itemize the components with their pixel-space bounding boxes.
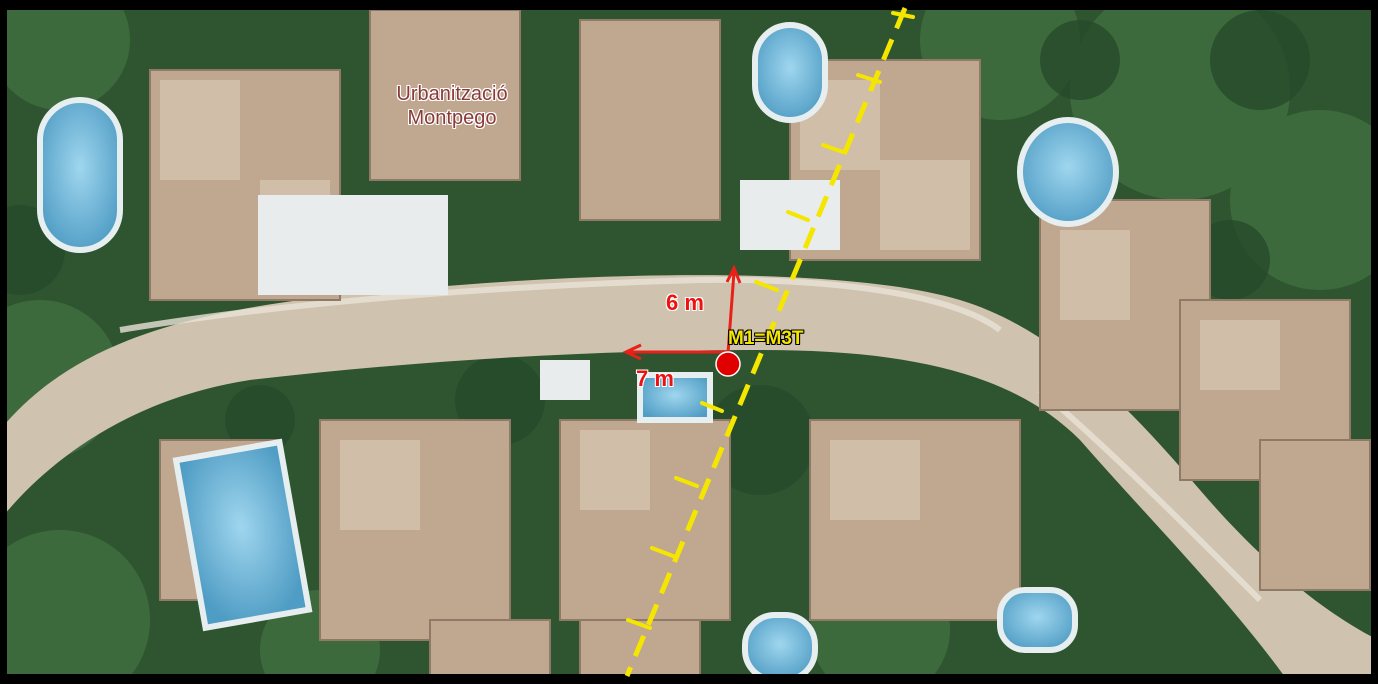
red-dot-icon[interactable] — [715, 351, 741, 377]
marker-label: M1=M3T — [728, 328, 804, 349]
offset-north-label: 6 m — [666, 290, 704, 315]
place-label-line2: Montpego — [407, 107, 497, 129]
offset-west-label: 7 m — [636, 366, 674, 391]
place-label-line1: Urbanització — [396, 83, 508, 105]
arrow-west-head — [622, 343, 642, 361]
place-label: Urbanització Montpego — [372, 82, 532, 130]
offset-arrows — [622, 264, 742, 361]
route-line — [624, 7, 915, 677]
arrow-north-head — [725, 264, 742, 284]
arrow-north — [726, 271, 736, 354]
